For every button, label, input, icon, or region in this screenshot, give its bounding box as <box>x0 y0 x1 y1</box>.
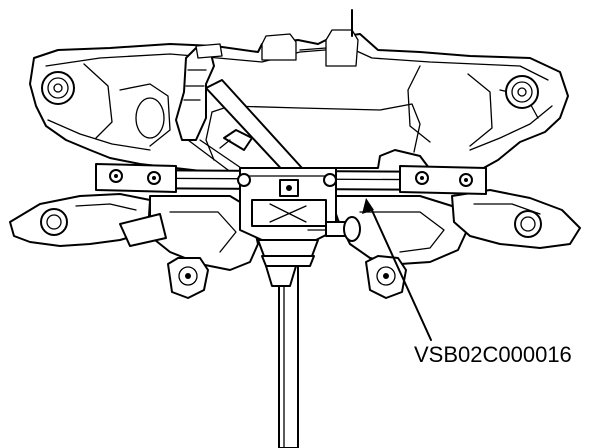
left-bottom-mount-boss <box>167 257 209 299</box>
bar-bolt-left-1 <box>109 169 123 183</box>
right-rear-mount-bushing <box>505 75 539 109</box>
jack-head <box>237 167 337 287</box>
bar-bolt-right-2 <box>459 173 473 187</box>
right-lower-arm <box>451 189 581 249</box>
callout-part-code: VSB02C000016 <box>414 342 572 367</box>
callout: VSB02C000016 <box>362 198 572 367</box>
adjuster-knob <box>307 216 361 242</box>
subframe-body <box>29 29 569 177</box>
hose-clip-assembly <box>175 43 245 177</box>
bar-bolt-right-1 <box>415 171 429 185</box>
left-lower-arm <box>9 193 167 247</box>
right-bottom-mount-boss <box>365 255 407 299</box>
bar-bolt-left-2 <box>147 171 161 185</box>
callout-leader-line <box>369 205 432 341</box>
left-rear-mount-bushing <box>41 71 75 105</box>
callout-arrowhead <box>362 198 374 214</box>
